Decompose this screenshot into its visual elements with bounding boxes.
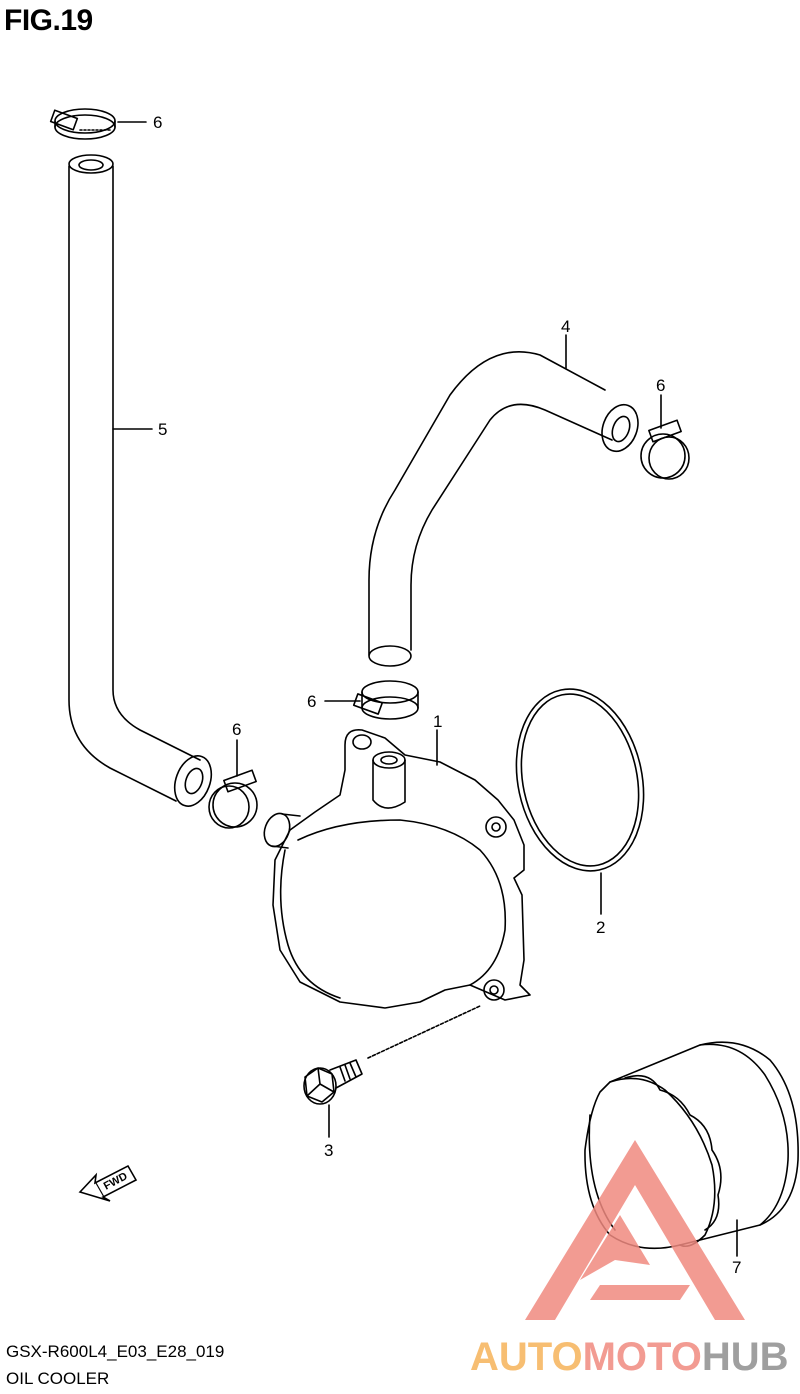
diagram-code: GSX-R600L4_E03_E28_019 [6,1342,225,1361]
watermark-auto: AUTO [470,1335,583,1379]
fwd-arrow-icon: FWD [78,1164,138,1202]
oil-cooler-1[interactable] [260,728,531,1009]
hose-clamp-6-top[interactable] [49,108,116,140]
part-label-5: 5 [158,420,167,439]
oil-filter-7[interactable] [584,1041,799,1250]
hose-clamp-6-middle[interactable] [352,680,419,720]
watermark-moto: MOTO [583,1335,702,1379]
hose-4[interactable] [368,351,644,667]
figure-title: FIG.19 [4,4,93,37]
hose-5[interactable] [68,154,218,811]
part-label-6-top: 6 [153,113,162,132]
watermark-logo: AUTOMOTOHUB [470,1140,789,1379]
o-ring-2[interactable] [500,677,660,883]
part-label-7: 7 [732,1258,741,1277]
part-label-6-right: 6 [656,376,665,395]
hose-clamp-6-left[interactable] [208,769,258,829]
hose-clamp-6-right[interactable] [640,419,690,480]
leader-lines [112,121,738,1257]
watermark-hub: HUB [702,1335,789,1379]
part-label-3: 3 [324,1141,333,1160]
diagram-name: OIL COOLER [6,1369,110,1388]
part-label-4: 4 [561,317,570,336]
svg-text:AUTOMOTOHUB: AUTOMOTOHUB [470,1335,789,1379]
part-label-6-middle: 6 [307,692,316,711]
part-label-1: 1 [433,712,442,731]
part-label-6-left: 6 [232,720,241,739]
bolt-3[interactable] [303,1005,481,1105]
part-label-2: 2 [596,918,605,937]
